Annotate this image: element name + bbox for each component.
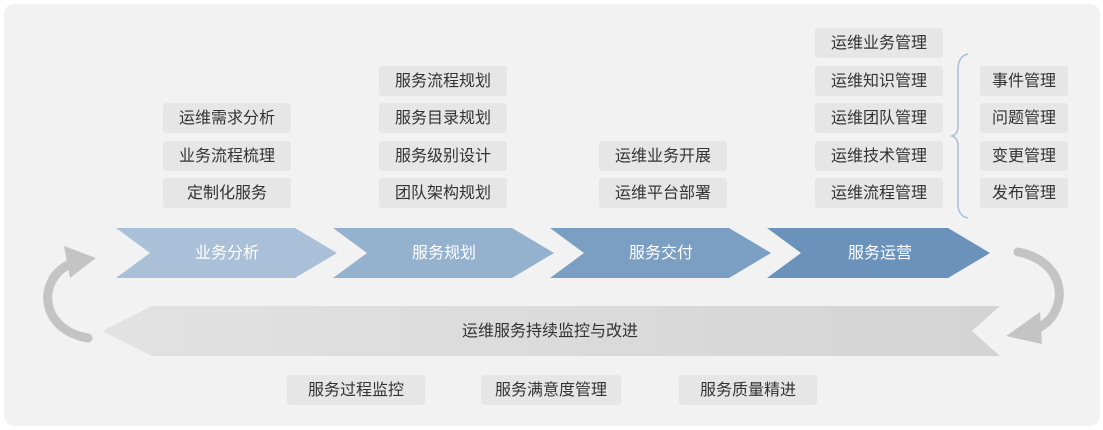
operation-item: 运维流程管理 [815,178,943,208]
operation-item: 运维知识管理 [815,66,943,96]
stage-label-4: 服务运营 [847,243,912,262]
operation-sub-item: 问题管理 [980,103,1068,133]
improvement-item: 服务满意度管理 [481,375,621,405]
stage-arrow-4 [767,228,990,278]
stage-arrow-2 [333,228,554,278]
improvement-item: 服务过程监控 [287,375,425,405]
analysis-item: 定制化服务 [163,178,291,208]
right-cycle-arrow [1006,247,1064,344]
planning-item: 服务目录规划 [379,103,507,133]
delivery-item: 运维业务开展 [599,141,727,171]
operation-sub-item: 变更管理 [980,141,1068,171]
improvement-item: 服务质量精进 [679,375,817,405]
operation-brace [949,53,969,219]
stage-label-2: 服务规划 [411,243,476,262]
left-cycle-arrow [43,246,96,343]
operation-sub-item: 发布管理 [980,178,1068,208]
stage-arrow-3 [550,228,771,278]
improvement-arrow [102,306,1000,356]
operation-item: 运维技术管理 [815,141,943,171]
planning-item: 团队架构规划 [379,178,507,208]
operation-item: 运维业务管理 [815,28,943,58]
delivery-item: 运维平台部署 [599,178,727,208]
analysis-item: 运维需求分析 [163,103,291,133]
operation-item: 运维团队管理 [815,103,943,133]
improvement-label: 运维服务持续监控与改进 [461,321,638,340]
stage-label-1: 业务分析 [194,243,259,262]
planning-item: 服务级别设计 [379,141,507,171]
operation-sub-item: 事件管理 [980,66,1068,96]
planning-item: 服务流程规划 [379,66,507,96]
analysis-item: 业务流程梳理 [163,141,291,171]
stage-label-3: 服务交付 [628,243,693,262]
stage-arrow-1 [116,228,337,278]
